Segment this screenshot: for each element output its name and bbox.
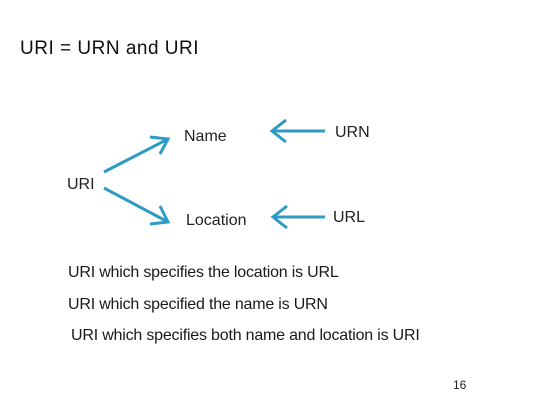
arrow-url-to-location: [270, 204, 325, 230]
page-number: 16: [453, 378, 467, 392]
caption-location-is-url: URI which specifies the location is URL: [68, 264, 339, 281]
arrow-uri-to-name: [103, 135, 171, 174]
right-label-url: URL: [333, 209, 365, 226]
branch-label-location: Location: [186, 212, 247, 229]
caption-both-is-uri: URI which specifies both name and locati…: [71, 327, 420, 344]
right-label-urn: URN: [335, 124, 370, 141]
root-label-uri: URI: [67, 176, 95, 193]
arrow-uri-to-location: [103, 186, 171, 226]
caption-name-is-urn: URI which specified the name is URN: [68, 296, 328, 313]
branch-label-name: Name: [184, 128, 227, 145]
slide-title: URI = URN and URI: [20, 38, 200, 59]
arrow-urn-to-name: [269, 118, 325, 144]
